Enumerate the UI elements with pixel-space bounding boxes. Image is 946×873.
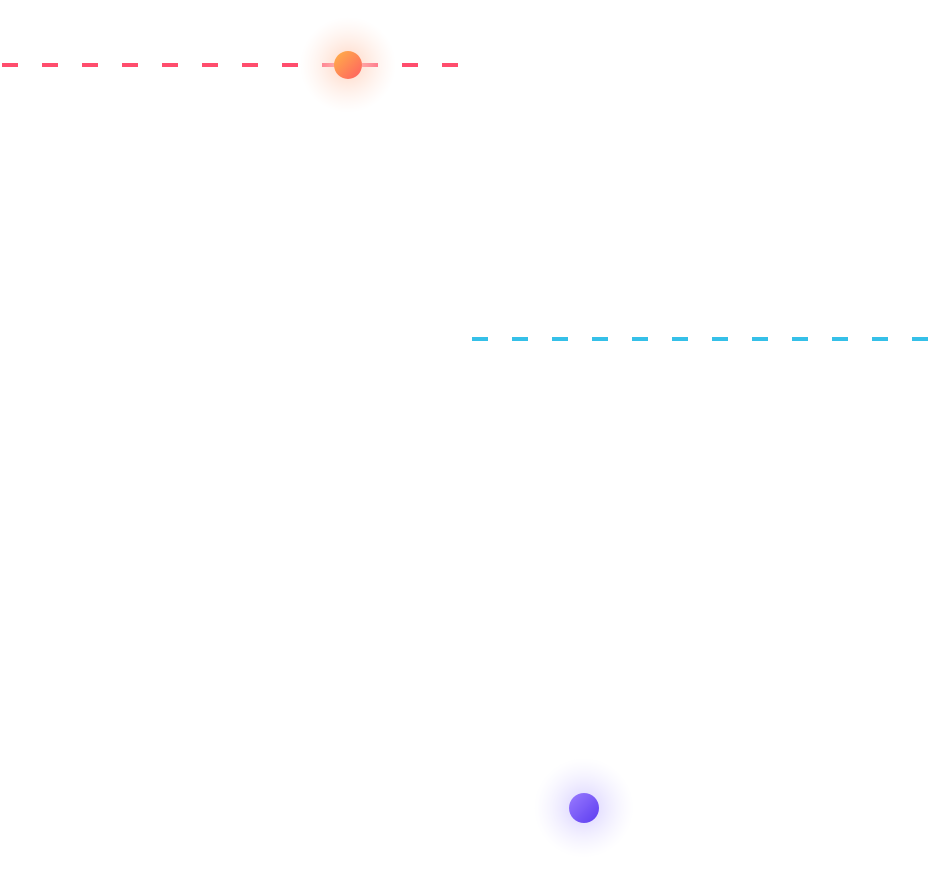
frame-top-left <box>2 63 476 536</box>
connector-left-mid-fade <box>268 646 475 807</box>
node-purple-dot <box>569 793 599 823</box>
node-orange <box>300 17 396 113</box>
node-orange-dot <box>334 51 362 79</box>
node-purple <box>534 758 634 858</box>
frame-bottom-right <box>471 337 946 809</box>
